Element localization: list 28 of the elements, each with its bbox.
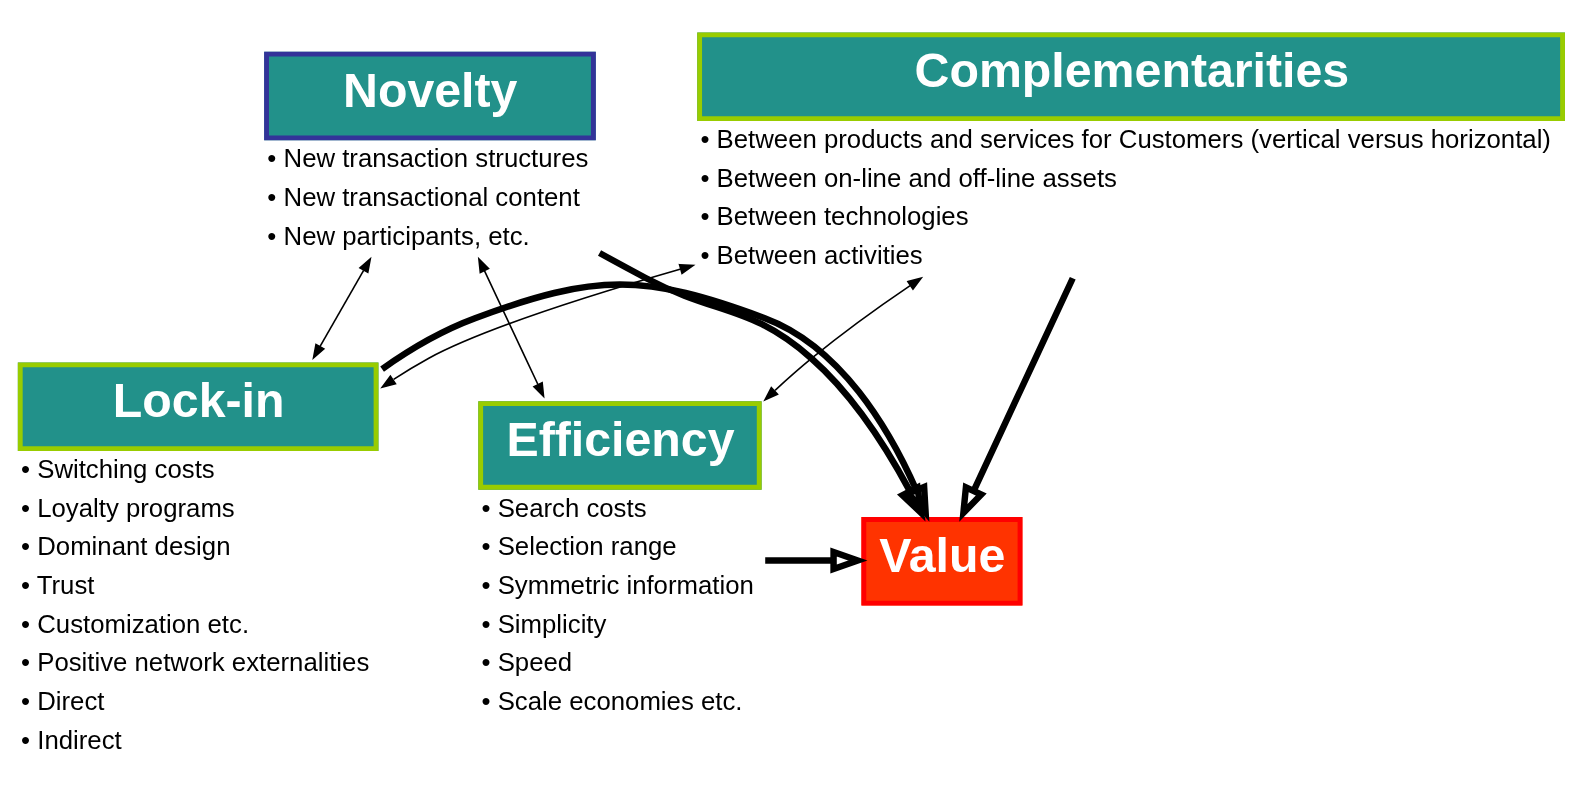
node-label: • Search costs: [481, 493, 647, 522]
arrow: [380, 281, 930, 522]
node-label: • Scale economies etc.: [481, 686, 743, 715]
node-label: • New participants, etc.: [267, 221, 530, 250]
node-label: • Loyalty programs: [21, 493, 235, 522]
arrow: [312, 256, 372, 360]
node-label: • Customization etc.: [21, 609, 250, 638]
node-label: • New transactional content: [267, 183, 580, 212]
arrow: [380, 263, 696, 389]
node-label: • Trust: [21, 571, 95, 599]
node-label: • New transaction structures: [267, 144, 589, 173]
node-label: • Switching costs: [21, 455, 215, 484]
arrow: [763, 276, 924, 402]
node-label: • Speed: [481, 648, 573, 677]
node-label: • Between products and services for Customers (vertical versus horizontal): [700, 125, 1551, 154]
node-label: • Between activities: [700, 240, 923, 269]
arrow: [598, 250, 926, 522]
node-label: • Direct: [21, 686, 105, 715]
arrow: [477, 256, 545, 399]
node-label: • Between technologies: [700, 202, 969, 231]
node-label: • Symmetric information: [481, 571, 754, 599]
node-label: • Positive network externalities: [21, 648, 370, 677]
node-label: • Simplicity: [481, 609, 607, 638]
node-label: • Indirect: [21, 725, 122, 754]
node-label: • Between on-line and off-line assets: [700, 163, 1117, 192]
node-label: • Dominant design: [21, 532, 231, 561]
arrow: [959, 276, 1076, 522]
node-label: • Selection range: [481, 532, 677, 561]
